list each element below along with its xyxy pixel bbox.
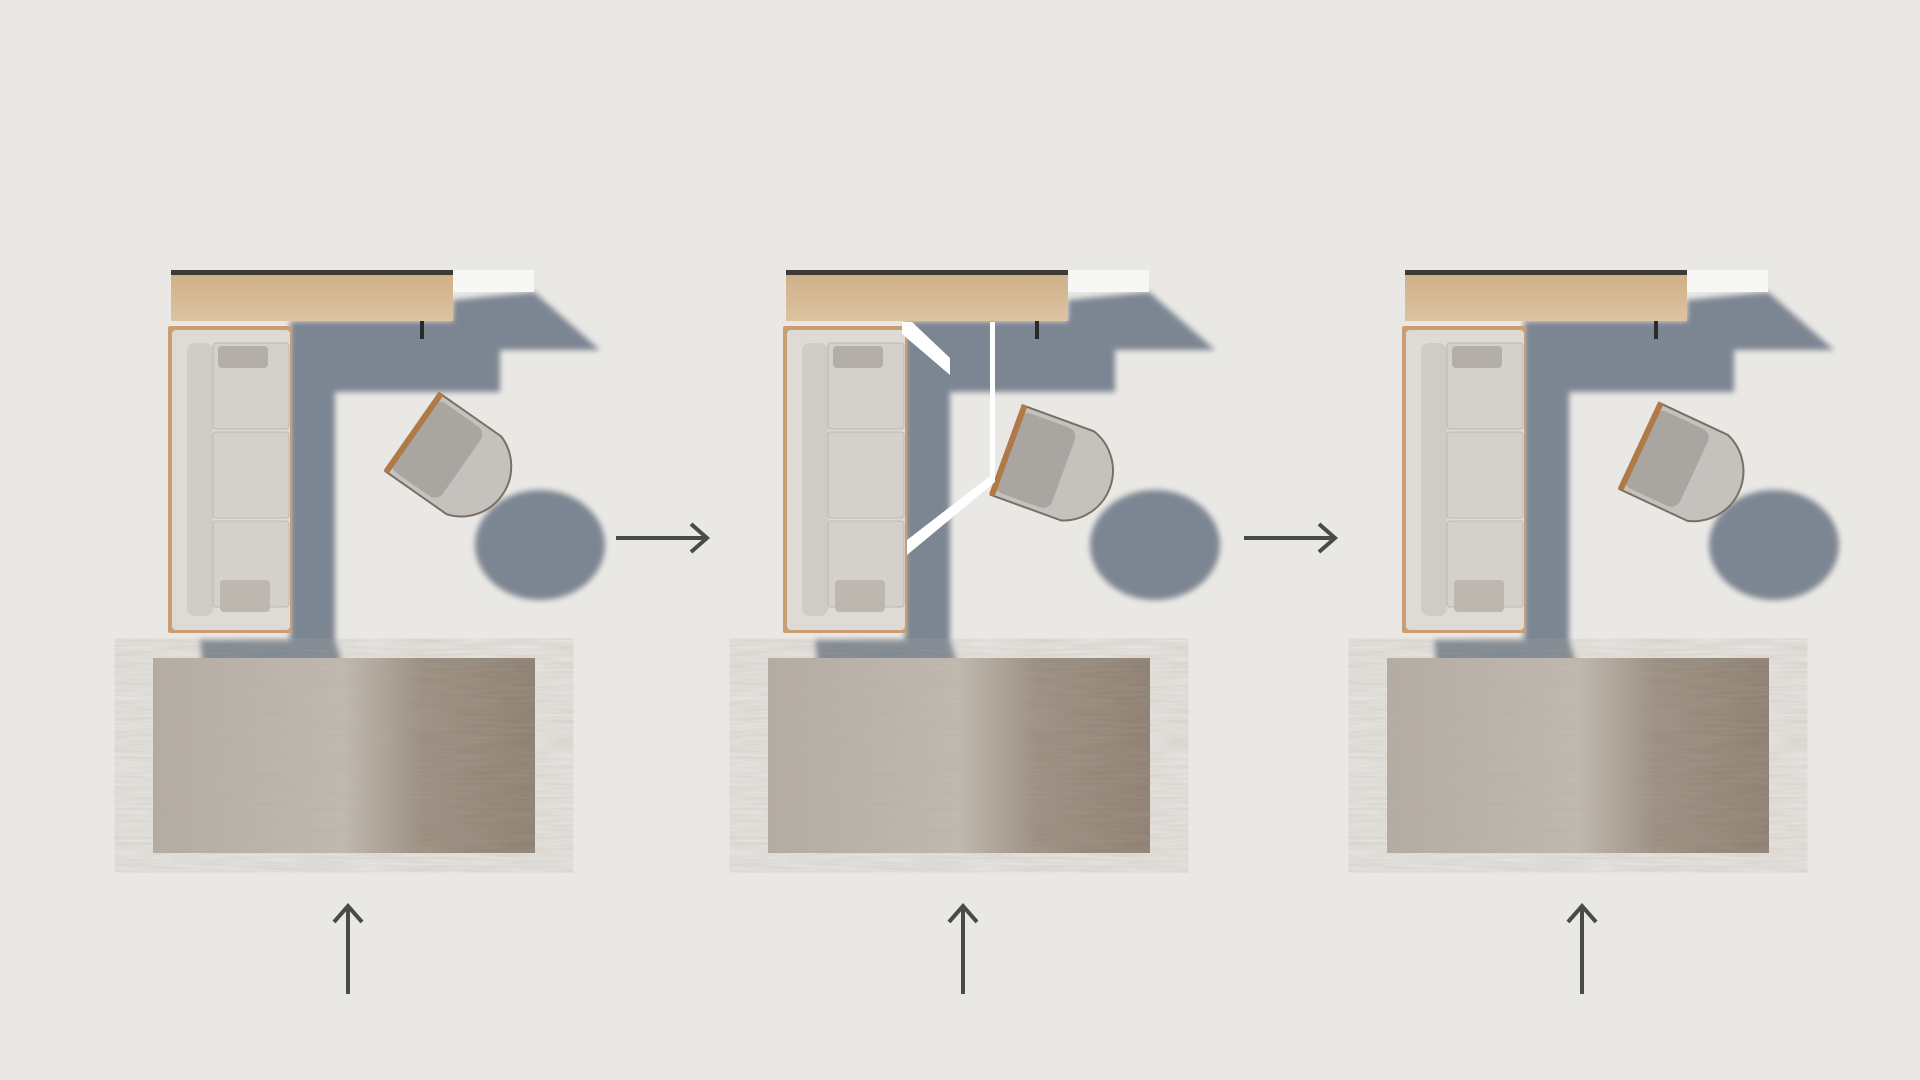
layout-panel-3 (1387, 270, 1839, 994)
arrow-head (689, 522, 711, 554)
arrow-head (1566, 902, 1598, 924)
sofa-pillow (1452, 346, 1502, 368)
shelf-extension (1068, 270, 1149, 292)
arrow-up-icon (947, 902, 979, 994)
arrow-head (332, 902, 364, 924)
sofa-pillow (218, 346, 268, 368)
highlight-vertical (990, 322, 995, 482)
arrow-up-icon (1566, 902, 1598, 994)
armchair-wood-arm (989, 403, 1028, 497)
highlight-diagonal-top (902, 322, 950, 375)
sofa-pillow (220, 580, 270, 612)
armchair-seat (392, 401, 483, 498)
sofa-seat-cushion (827, 431, 905, 519)
sofa-backrest (802, 343, 828, 616)
armchair (989, 403, 1114, 522)
highlight-outline (902, 322, 995, 555)
shelf-edge (786, 270, 1068, 275)
sofa-backrest (1421, 343, 1447, 616)
chair-shadow (1709, 490, 1839, 600)
arrow-right-icon (1244, 522, 1339, 554)
shelf-leg (1654, 321, 1658, 339)
layout-panel-2 (768, 270, 1220, 994)
layout-panel-1 (153, 270, 605, 994)
highlight-diagonal-bottom (907, 476, 995, 555)
shelf-leg (420, 321, 424, 339)
wood-shelf (786, 270, 1068, 321)
sofa-seat-cushion (212, 431, 290, 519)
wood-shelf (171, 270, 453, 321)
chair-shadow (475, 490, 605, 600)
sofa-backrest (187, 343, 213, 616)
sofa-pillow (1454, 580, 1504, 612)
arrow-up-icon (332, 902, 364, 994)
armchair-wood-arm (1617, 401, 1664, 491)
rug-texture (153, 658, 535, 853)
shelf-edge (1405, 270, 1687, 275)
shelf-leg (1035, 321, 1039, 339)
rug-texture (768, 658, 1150, 853)
shelf-extension (1687, 270, 1768, 292)
shelf-extension (453, 270, 534, 292)
armchair (1617, 401, 1745, 523)
arrow-right-icon (616, 522, 711, 554)
armchair (383, 391, 513, 518)
sofa-pillow (835, 580, 885, 612)
arrow-head (947, 902, 979, 924)
armchair-wood-arm (383, 391, 444, 474)
arrow-head (1317, 522, 1339, 554)
chair-shadow (1090, 490, 1220, 600)
sofa-pillow (833, 346, 883, 368)
sofa-seat-cushion (1446, 431, 1524, 519)
rug-texture (1387, 658, 1769, 853)
wood-shelf (1405, 270, 1687, 321)
shelf-edge (171, 270, 453, 275)
